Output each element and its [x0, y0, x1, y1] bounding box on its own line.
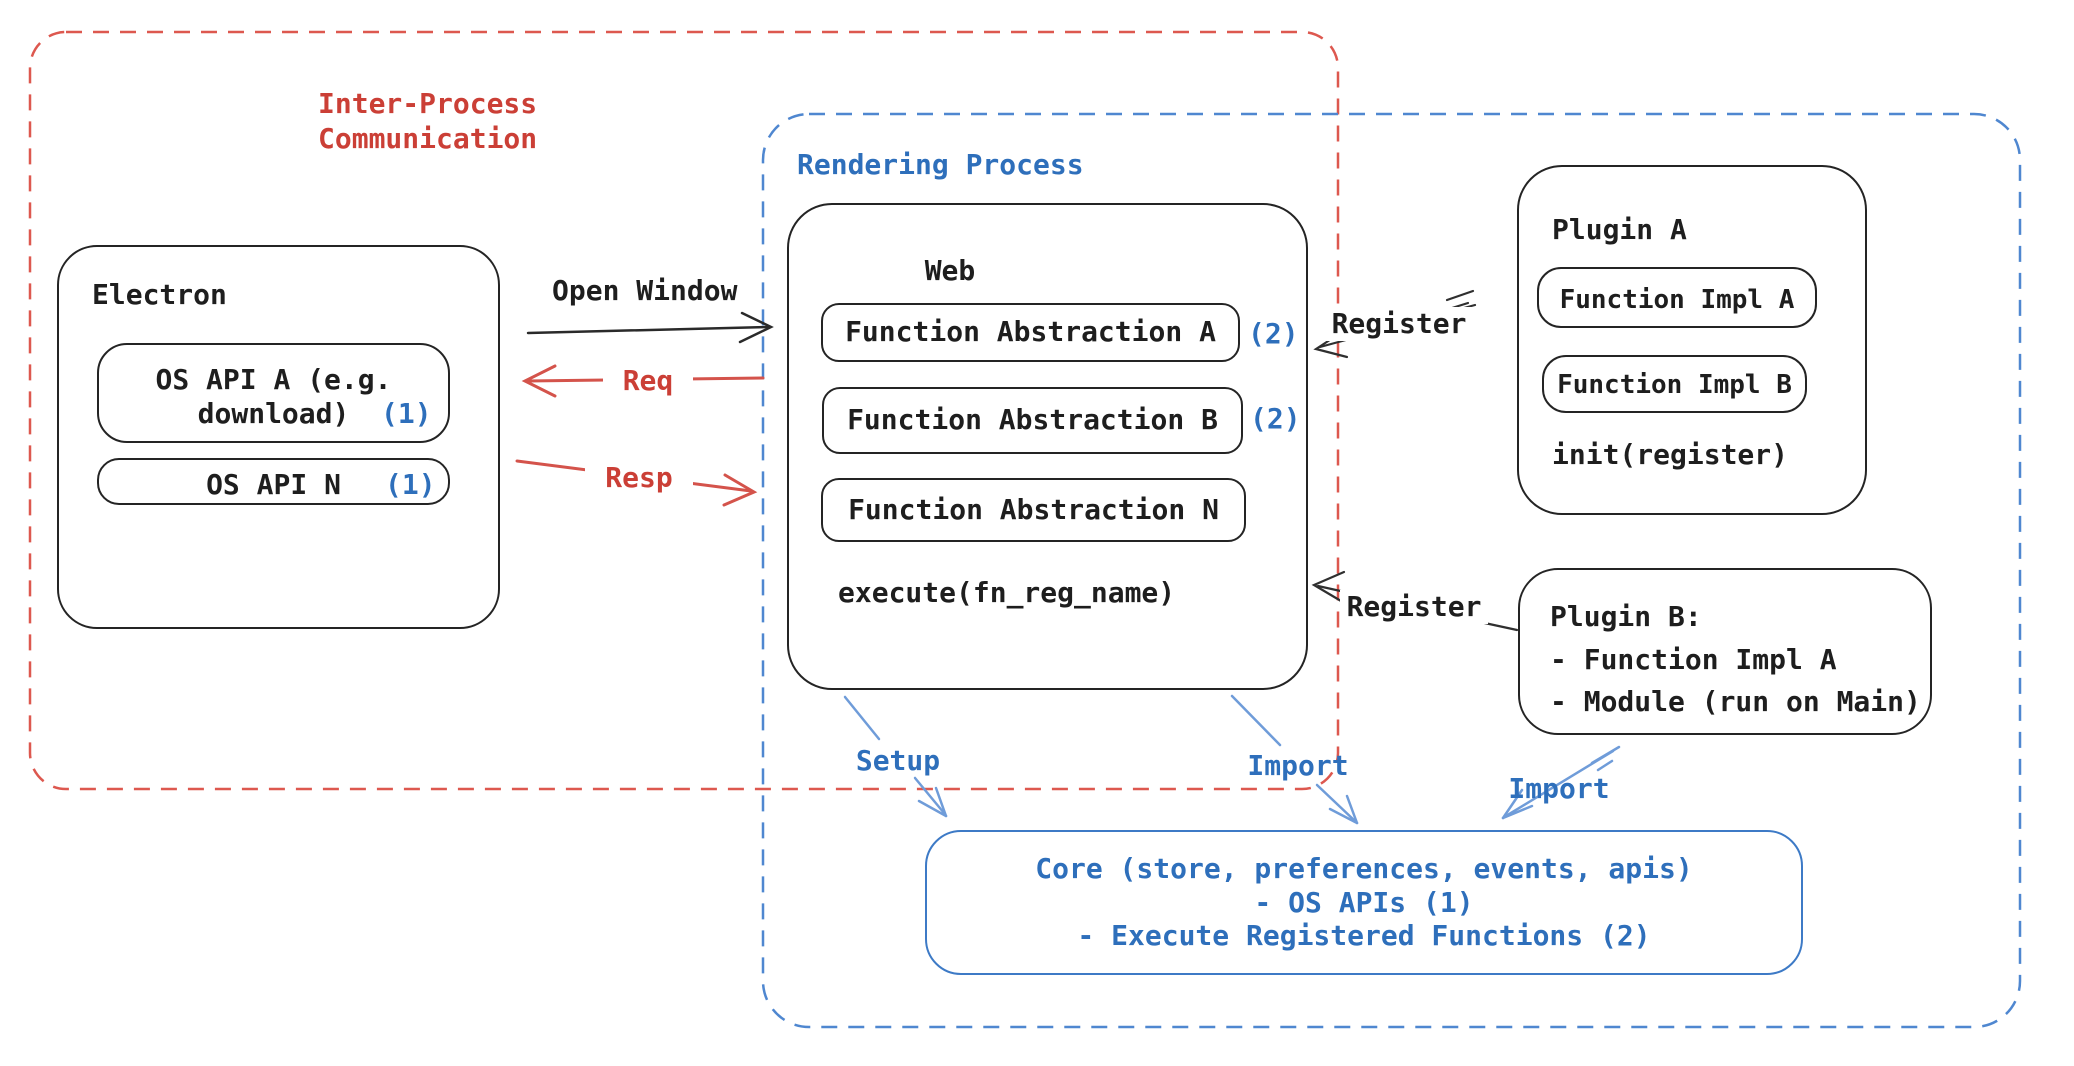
function-impl-a-label: Function Impl A: [1559, 285, 1795, 315]
plugin-a-title: Plugin A: [1552, 213, 1687, 246]
setup-label: Setup: [855, 744, 941, 777]
os-api-a-label-line1: OS API A (e.g.: [155, 363, 392, 396]
rendering-region-label: Rendering Process: [797, 148, 1084, 181]
open-window-arrow: [526, 311, 774, 344]
ipc-region-outline: [28, 30, 1340, 791]
os-api-n-badge: (1): [385, 468, 436, 501]
core-box: [925, 830, 1803, 975]
plugin-b-item-1: - Function Impl A: [1550, 643, 1837, 676]
function-abstraction-b-box: [822, 387, 1243, 454]
register-label-plugin-a: Register: [1325, 307, 1473, 341]
os-api-n-label: OS API N: [206, 468, 341, 501]
function-abstraction-a-label: Function Abstraction A: [845, 315, 1216, 348]
function-impl-b-label: Function Impl B: [1557, 370, 1792, 400]
plugin-b-box: [1518, 568, 1932, 735]
core-label-line1: Core (store, preferences, events, apis): [1035, 852, 1693, 885]
open-window-label: Open Window: [552, 274, 738, 307]
register-label-plugin-b: Register: [1340, 590, 1488, 624]
electron-title: Electron: [92, 278, 227, 311]
import-label-plugin-b: Import: [1508, 772, 1610, 805]
function-abstraction-b-badge: (2): [1250, 402, 1301, 435]
function-abstraction-n-box: [821, 478, 1246, 542]
function-impl-a-box: [1537, 267, 1817, 328]
function-abstraction-a-box: [821, 303, 1240, 362]
resp-label: Resp: [585, 461, 693, 495]
os-api-a-badge: (1): [381, 397, 432, 430]
import-arrow-web: [1230, 694, 1359, 825]
os-api-a-label-line2: download): [197, 397, 350, 430]
os-api-n-box: [97, 458, 450, 505]
os-api-a-box: [97, 343, 450, 443]
plugin-a-box: [1517, 165, 1867, 515]
plugin-a-init-label: init(register): [1552, 438, 1789, 471]
setup-arrow: [843, 695, 948, 818]
function-abstraction-b-label: Function Abstraction B: [847, 403, 1218, 436]
execute-label: execute(fn_reg_name): [838, 576, 1176, 609]
web-title: Web: [924, 254, 976, 287]
plugin-b-title: Plugin B:: [1550, 600, 1702, 633]
import-label-web: Import: [1247, 749, 1349, 782]
plugin-b-item-2: - Module (run on Main): [1550, 685, 1921, 718]
core-label-line3: - Execute Registered Functions (2): [1077, 919, 1651, 952]
core-label-line2: - OS APIs (1): [1254, 886, 1474, 919]
ipc-region-label-line1: Inter-Process: [318, 87, 538, 120]
rendering-region-outline: [761, 112, 2022, 1029]
req-label: Req: [603, 364, 693, 398]
import-arrow-plugin-b: [1501, 745, 1621, 820]
function-abstraction-a-badge: (2): [1248, 317, 1299, 350]
function-abstraction-n-label: Function Abstraction N: [848, 493, 1219, 526]
ipc-region-label-line2: Communication: [318, 122, 538, 155]
function-impl-b-box: [1542, 355, 1807, 413]
